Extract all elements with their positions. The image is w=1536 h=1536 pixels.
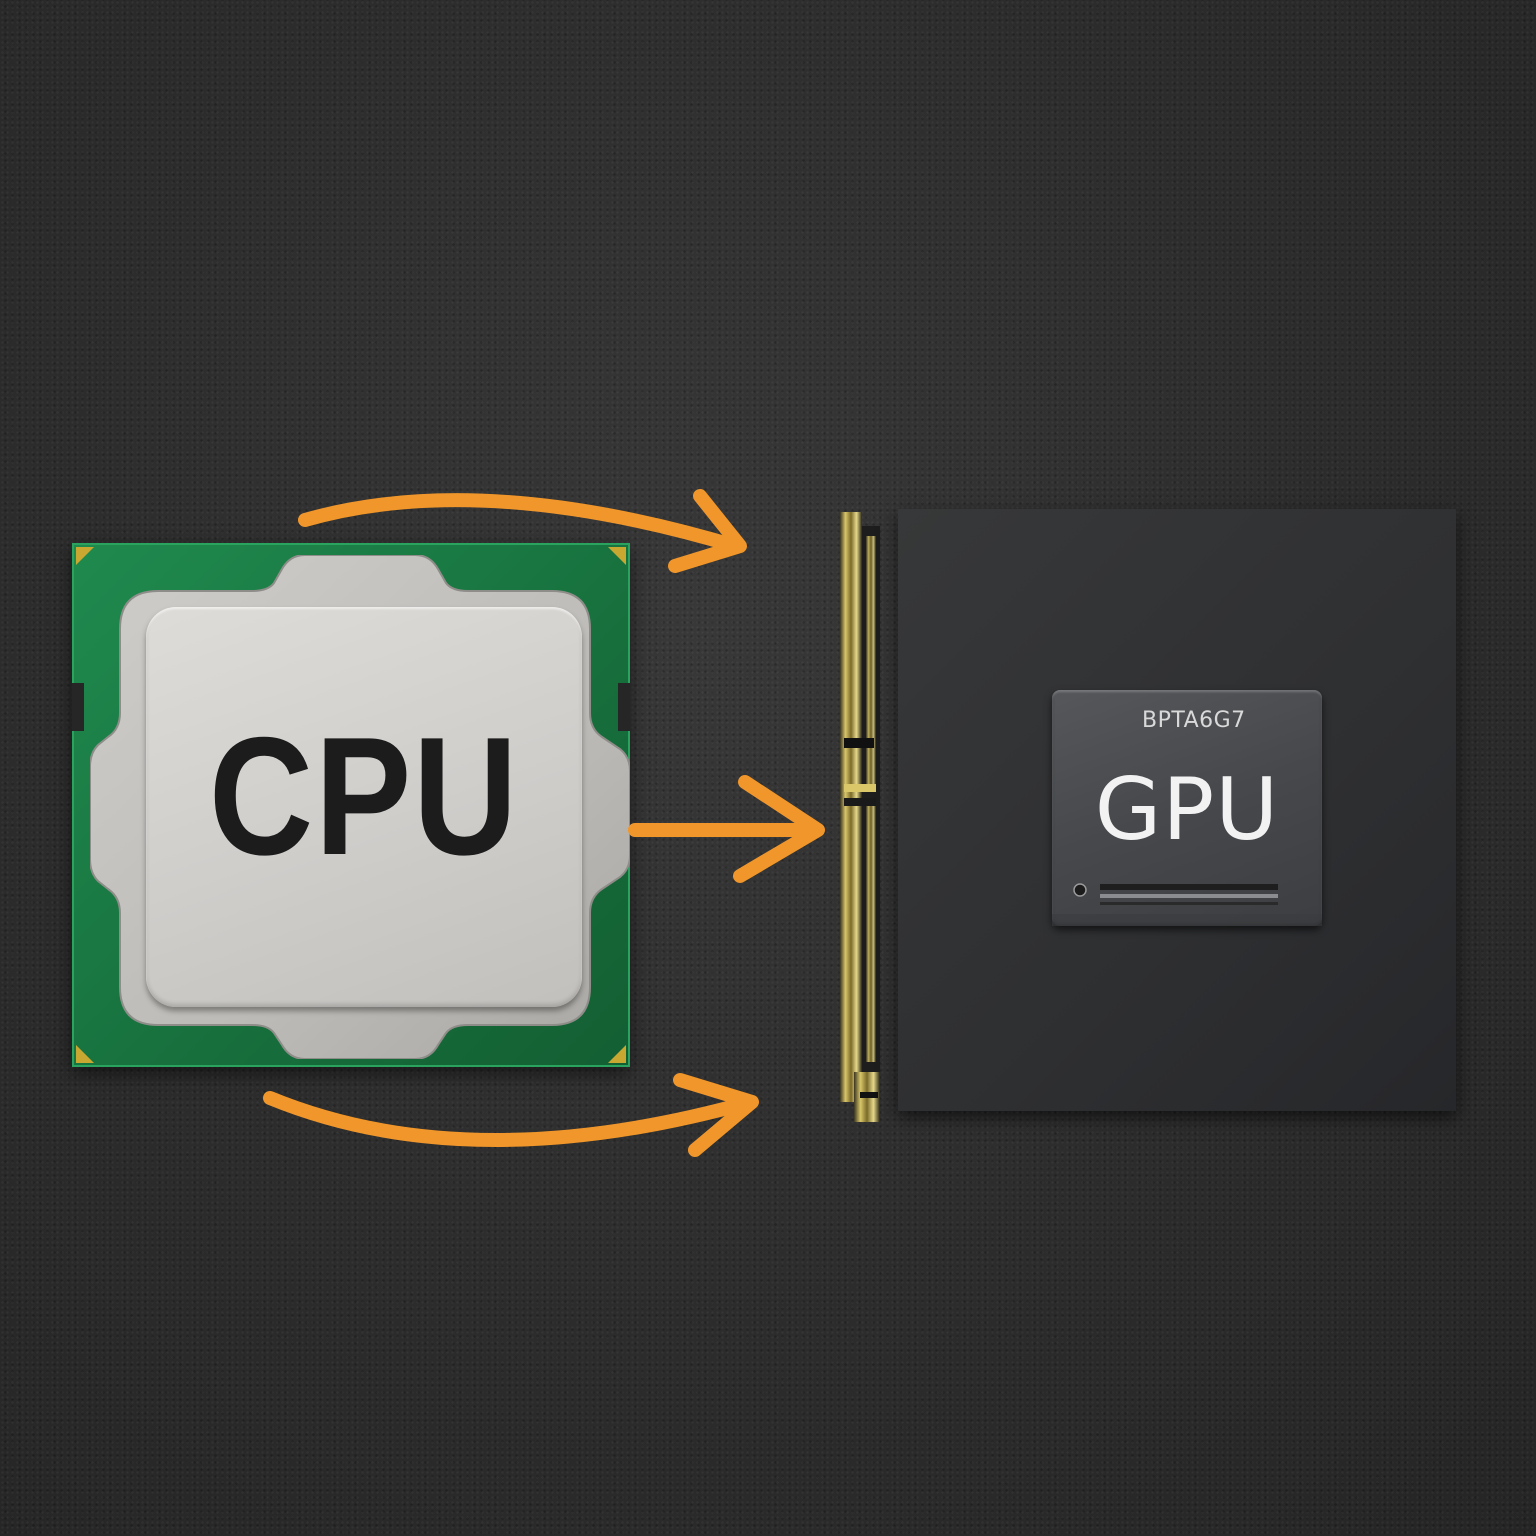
top-arrow-head [668,489,747,573]
gpu-chip-contact-strip [1052,870,1322,926]
top-curved-arrow [298,493,742,553]
bottom-curved-arrow [263,1091,757,1148]
gpu-bracket [832,512,892,1124]
cpu-gold-corner-markers [72,547,630,1063]
bottom-arrow-head [673,1073,759,1157]
gpu-label: GPU [1094,760,1280,860]
middle-arrow-head [733,775,825,883]
gpu-model-text: BPTA6G7 [1142,708,1246,733]
cpu-heat-spreader-top [146,607,582,1007]
cpu-label: CPU [208,702,520,890]
